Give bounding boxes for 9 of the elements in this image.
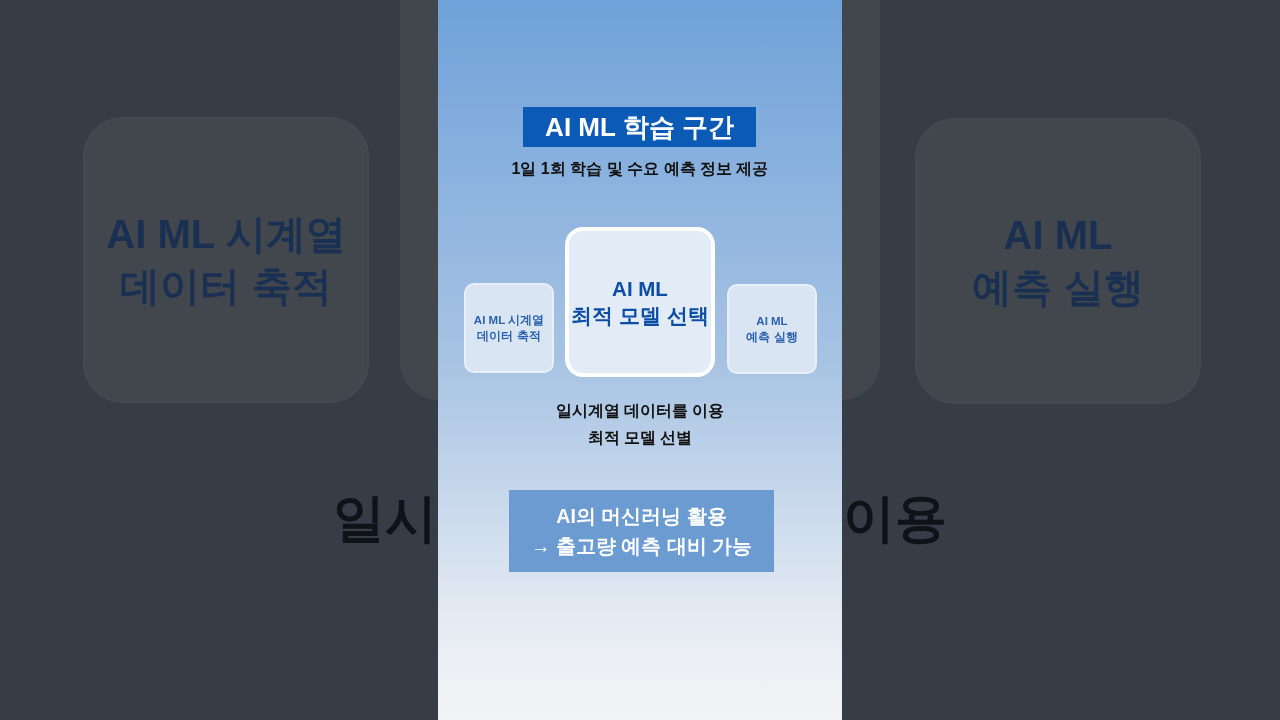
blurred-box-edge [842, 0, 880, 400]
caption-text: 일시계열 데이터를 이용 최적 모델 선별 [554, 401, 726, 448]
step-box: AI ML 시계열 데이터 축적 [464, 283, 554, 373]
summary-box: AI의 머신러닝 활용 → 출고량 예측 대비 가능 [509, 490, 774, 572]
step-box: AI ML 최적 모델 선택 [565, 227, 715, 377]
step-box: AI ML 예측 실행 [727, 284, 817, 374]
title-banner: AI ML 학습 구간 [523, 107, 756, 147]
subtitle-text: 1일 1회 학습 및 수요 예측 정보 제공 [510, 159, 770, 179]
blurred-box-edge [400, 0, 438, 400]
